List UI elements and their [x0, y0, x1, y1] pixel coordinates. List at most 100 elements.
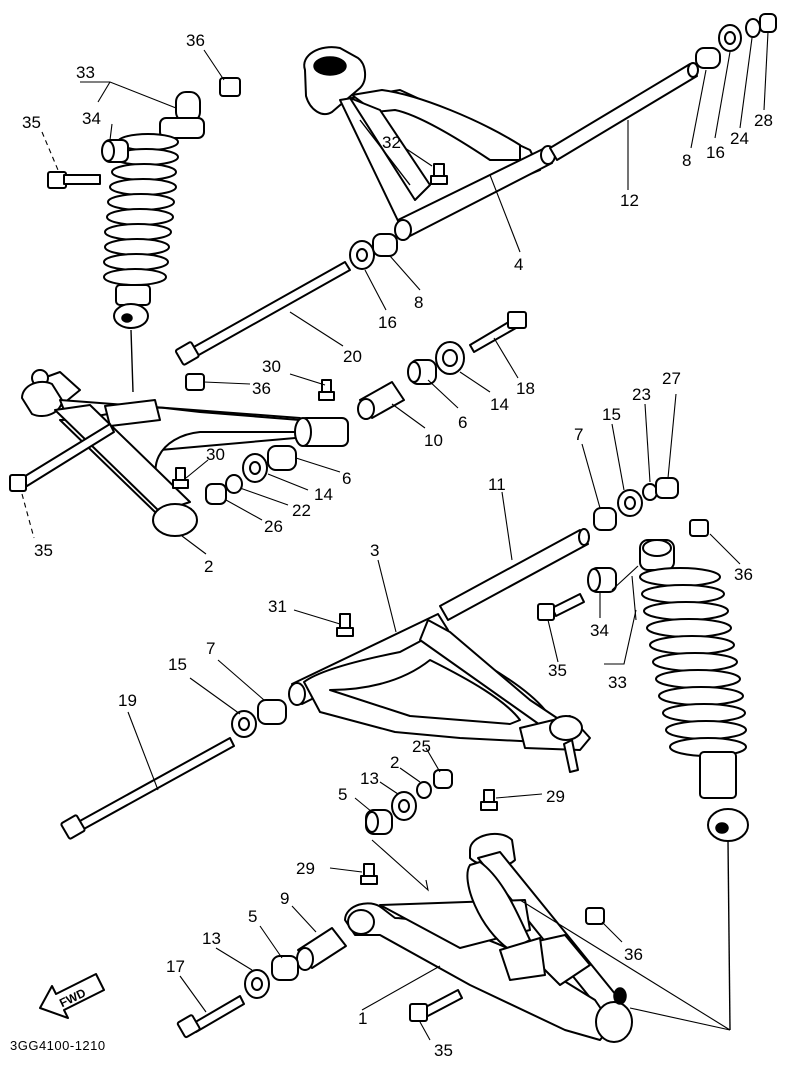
callout-33-right: 33 — [608, 673, 627, 692]
callout-36: 36 — [186, 31, 205, 50]
grease-nipple-29-upper — [480, 789, 498, 811]
callout-35: 35 — [22, 113, 41, 132]
callout-7: 7 — [574, 425, 583, 444]
left-upper-collar-34 — [101, 139, 129, 163]
callout-2-lower: 2 — [390, 753, 399, 772]
collar-10 — [357, 381, 405, 420]
cap-27 — [655, 477, 679, 499]
cap-26 — [205, 483, 227, 505]
callout-5-lower: 5 — [248, 907, 257, 926]
seal-14-lower — [242, 453, 268, 483]
nut-36-middle — [185, 373, 205, 391]
right-shock-absorber — [639, 539, 749, 1031]
diagram-code: 3GG4100-1210 — [10, 1038, 106, 1053]
washer-2 — [416, 781, 432, 799]
washer-24 — [745, 18, 761, 38]
bushing-6-lower — [267, 445, 297, 471]
callout-17: 17 — [166, 957, 185, 976]
callout-numbers: 36 33 34 35 32 4 12 8 16 24 28 8 16 20 3… — [22, 31, 773, 1060]
callout-11: 11 — [488, 475, 506, 494]
callout-34: 34 — [82, 109, 101, 128]
callout-27: 27 — [662, 369, 681, 388]
cap-28 — [759, 13, 777, 33]
bushing-7-left — [257, 699, 287, 725]
shaft-11 — [439, 528, 590, 621]
grease-nipple-32 — [430, 163, 448, 185]
bushing-6-upper — [407, 359, 437, 385]
collar-9 — [296, 927, 347, 971]
seal-13-upper — [391, 791, 417, 821]
bolt-35-left — [9, 423, 115, 539]
callout-32: 32 — [382, 133, 401, 152]
grease-nipple-31 — [336, 613, 354, 637]
grease-nipple-30-upper — [318, 379, 335, 401]
callout-15-left: 15 — [168, 655, 187, 674]
left-shock-absorber — [103, 91, 205, 393]
callout-28: 28 — [754, 111, 773, 130]
seal-13-lower — [244, 969, 270, 999]
callout-2: 2 — [204, 557, 213, 576]
left-upper-nut-36 — [219, 77, 241, 97]
bushing-5-upper — [365, 809, 393, 835]
callout-36-right: 36 — [734, 565, 753, 584]
callout-14: 14 — [490, 395, 509, 414]
bolt-19 — [60, 737, 235, 840]
callout-29-upper: 29 — [546, 787, 565, 806]
callout-16-middle: 16 — [378, 313, 397, 332]
seal-15-left — [231, 710, 257, 738]
callout-36-middle: 36 — [252, 379, 271, 398]
callout-4: 4 — [514, 255, 523, 274]
nut-36-right — [689, 519, 709, 537]
callout-6: 6 — [458, 413, 467, 432]
right-collar-34 — [587, 567, 617, 593]
callout-35-left: 35 — [34, 541, 53, 560]
callout-5: 5 — [338, 785, 347, 804]
bolt-35-lower — [409, 989, 463, 1022]
bushing-7-right — [593, 507, 617, 531]
nut-36-lower — [585, 907, 605, 925]
callout-24: 24 — [730, 129, 749, 148]
callout-16: 16 — [706, 143, 725, 162]
callout-10: 10 — [424, 431, 443, 450]
callout-30: 30 — [262, 357, 281, 376]
callout-8: 8 — [682, 151, 691, 170]
callout-14-lower: 14 — [314, 485, 333, 504]
washer-22 — [225, 474, 243, 494]
callout-19: 19 — [118, 691, 137, 710]
callout-36-lower: 36 — [624, 945, 643, 964]
callout-12: 12 — [620, 191, 639, 210]
left-upper-arm-2 — [21, 369, 349, 537]
callout-13-lower: 13 — [202, 929, 221, 948]
bolt-17 — [176, 995, 245, 1039]
seal-15-right — [617, 489, 643, 517]
bolt-18 — [469, 311, 527, 353]
callout-18: 18 — [516, 379, 535, 398]
lower-a-arm-3 — [288, 613, 591, 773]
callout-1: 1 — [358, 1009, 367, 1028]
left-upper-bolt-35 — [47, 171, 101, 189]
grease-nipple-30-lower — [172, 467, 189, 489]
fwd-arrow-icon: FWD — [39, 973, 105, 1019]
shaft-12 — [549, 62, 699, 161]
callout-25: 25 — [412, 737, 431, 756]
bushing-8-middle — [372, 233, 398, 257]
callout-3: 3 — [370, 541, 379, 560]
callout-33: 33 — [76, 63, 95, 82]
bushing-8-upper — [695, 47, 721, 69]
upper-a-arm-4 — [303, 46, 556, 241]
callout-35-lower: 35 — [434, 1041, 453, 1060]
callout-26: 26 — [264, 517, 283, 536]
callout-6-lower: 6 — [342, 469, 351, 488]
bushing-5-lower — [271, 955, 299, 981]
callout-20: 20 — [343, 347, 362, 366]
callout-15: 15 — [602, 405, 621, 424]
callout-29-lower: 29 — [296, 859, 315, 878]
callout-35-right: 35 — [548, 661, 567, 680]
callout-30-lower: 30 — [206, 445, 225, 464]
grease-nipple-29-lower — [360, 863, 378, 885]
callout-34-right: 34 — [590, 621, 609, 640]
cap-25 — [433, 769, 453, 789]
bolt-20 — [174, 261, 351, 366]
